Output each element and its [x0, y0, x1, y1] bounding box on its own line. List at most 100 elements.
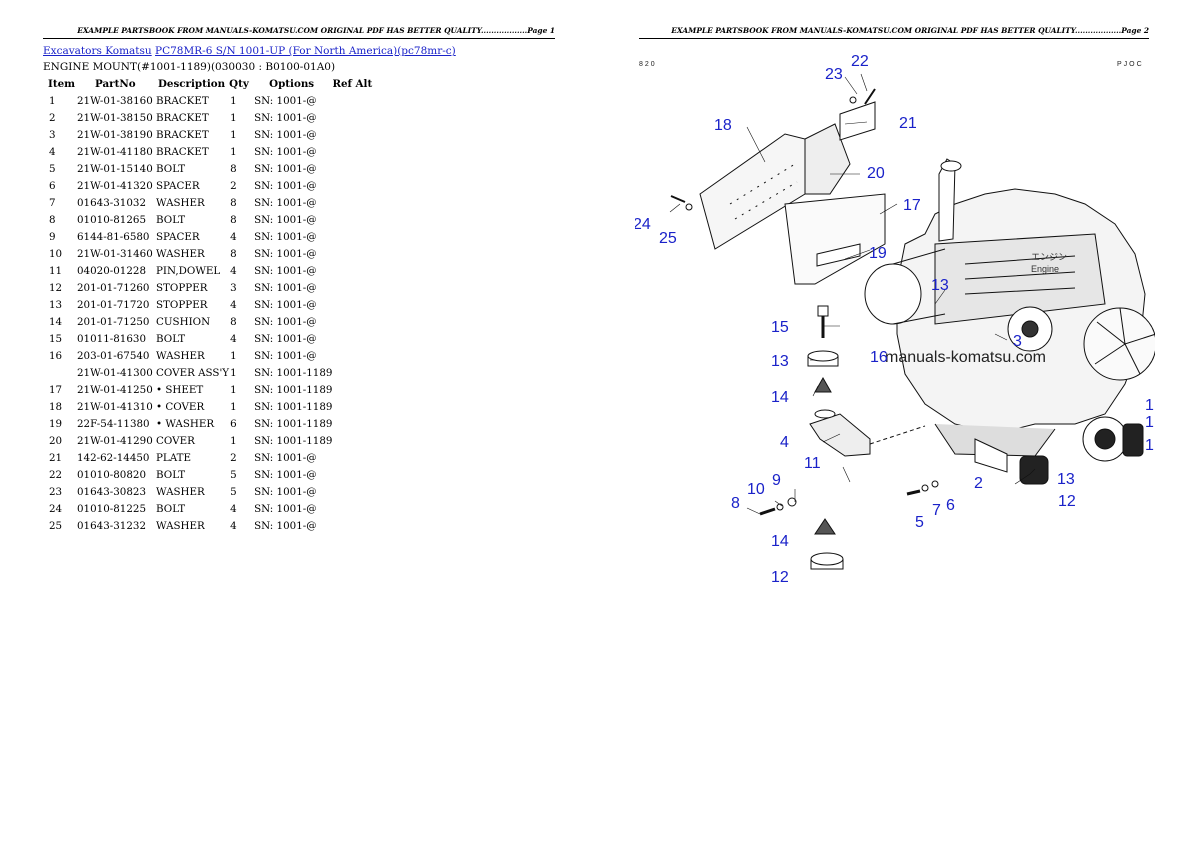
- callout-13: 13: [771, 353, 789, 370]
- cell-partno: 203-01-67540: [77, 350, 150, 362]
- engine-illustration: [864, 158, 1155, 485]
- cell-options: SN: 1001-@: [254, 299, 317, 311]
- cell-options: SN: 1001-1189: [254, 418, 333, 430]
- cell-qty: 1: [230, 112, 237, 124]
- leader-lines: [669, 73, 1036, 515]
- callout-5: 5: [915, 514, 924, 531]
- cell-refalt: [332, 382, 392, 399]
- watermark-text: manuals-komatsu.com: [885, 349, 1046, 366]
- cell-options: SN: 1001-@: [254, 469, 317, 481]
- cell-refalt: [332, 399, 392, 416]
- cell-description: BRACKET: [156, 129, 209, 141]
- cell-item: 13: [49, 299, 63, 311]
- cell-qty: 8: [230, 248, 237, 260]
- cell-options: SN: 1001-@: [254, 180, 317, 192]
- callout-23: 23: [825, 66, 843, 83]
- callout-14: 14: [771, 533, 789, 550]
- cell-item: 4: [49, 146, 56, 158]
- cell-options: SN: 1001-@: [254, 214, 317, 226]
- cell-options: SN: 1001-@: [254, 316, 317, 328]
- cell-description: BRACKET: [156, 112, 209, 124]
- cell-partno: 01643-31032: [77, 197, 146, 209]
- cell-refalt: [332, 501, 392, 518]
- callout-17: 17: [903, 197, 921, 214]
- diagram-page: EXAMPLE PARTSBOOK FROM MANUALS-KOMATSU.C…: [595, 0, 1190, 842]
- cell-refalt: [332, 161, 392, 178]
- callout-24: 24: [635, 216, 651, 233]
- cell-description: CUSHION: [156, 316, 211, 328]
- callout-21: 21: [899, 115, 917, 132]
- cell-description: • WASHER: [156, 418, 215, 430]
- callout-15: 15: [771, 319, 789, 336]
- cell-options: SN: 1001-@: [254, 503, 317, 515]
- cell-description: WASHER: [156, 520, 205, 532]
- cell-partno: 21W-01-38150: [77, 112, 153, 124]
- parts-list-page: EXAMPLE PARTSBOOK FROM MANUALS-KOMATSU.C…: [43, 26, 555, 532]
- cell-qty: 1: [230, 401, 237, 413]
- cell-item: 15: [49, 333, 63, 345]
- cell-qty: 5: [230, 469, 237, 481]
- cell-options: SN: 1001-1189: [254, 435, 333, 447]
- cell-qty: 4: [230, 231, 237, 243]
- cell-partno: 01643-30823: [77, 486, 146, 498]
- cell-refalt: [332, 229, 392, 246]
- cell-qty: 2: [230, 452, 237, 464]
- cell-options: SN: 1001-@: [254, 129, 317, 141]
- cell-options: SN: 1001-@: [254, 163, 317, 175]
- cell-options: SN: 1001-@: [254, 452, 317, 464]
- cell-item: 10: [49, 248, 63, 260]
- cell-item: 12: [49, 282, 63, 294]
- callout-1: 1: [1145, 437, 1154, 454]
- cell-partno: 21W-01-41320: [77, 180, 153, 192]
- cell-description: BRACKET: [156, 146, 209, 158]
- cell-partno: 21W-01-41290: [77, 435, 153, 447]
- callout-9: 9: [772, 472, 781, 489]
- cell-partno: 01010-80820: [77, 469, 146, 481]
- cell-partno: 6144-81-6580: [77, 231, 150, 243]
- cell-options: SN: 1001-@: [254, 112, 317, 124]
- cover-assembly-illustration: [670, 88, 886, 285]
- cell-qty: 1: [230, 95, 237, 107]
- cell-qty: 4: [230, 299, 237, 311]
- cell-options: SN: 1001-@: [254, 265, 317, 277]
- cell-refalt: [332, 110, 392, 127]
- cell-refalt: [332, 433, 392, 450]
- cell-qty: 1: [230, 384, 237, 396]
- cell-partno: 04020-01228: [77, 265, 146, 277]
- cell-item: 16: [49, 350, 63, 362]
- cell-description: WASHER: [156, 486, 205, 498]
- cell-qty: 5: [230, 486, 237, 498]
- col-header-description: Description: [158, 78, 226, 90]
- callout-3: 3: [1013, 333, 1022, 350]
- col-header-partno: PartNo: [95, 78, 136, 90]
- breadcrumb-link-category[interactable]: Excavators Komatsu: [43, 45, 152, 57]
- section-title: ENGINE MOUNT(#1001-1189)(030030 : B0100-…: [43, 61, 336, 73]
- cell-description: BRACKET: [156, 95, 209, 107]
- table-header-row: Item PartNo Description Qty Options Ref …: [43, 76, 392, 93]
- cell-qty: 6: [230, 418, 237, 430]
- cell-options: SN: 1001-@: [254, 333, 317, 345]
- col-header-qty: Qty: [229, 78, 249, 90]
- callout-13: 13: [931, 277, 949, 294]
- cell-partno: 21W-01-15140: [77, 163, 153, 175]
- cell-description: BOLT: [156, 333, 186, 345]
- cell-refalt: [332, 280, 392, 297]
- cell-partno: 142-62-14450: [77, 452, 150, 464]
- cell-partno: 01011-81630: [77, 333, 146, 345]
- cell-partno: 21W-01-38190: [77, 129, 153, 141]
- cell-qty: 8: [230, 197, 237, 209]
- cell-description: COVER: [156, 435, 195, 447]
- breadcrumb-link-model[interactable]: PC78MR-6 S/N 1001-UP (For North America)…: [155, 45, 456, 57]
- cell-refalt: [332, 246, 392, 263]
- engine-mount-illustration: [759, 305, 939, 570]
- callout-6: 6: [946, 497, 955, 514]
- cell-partno: 01010-81225: [77, 503, 146, 515]
